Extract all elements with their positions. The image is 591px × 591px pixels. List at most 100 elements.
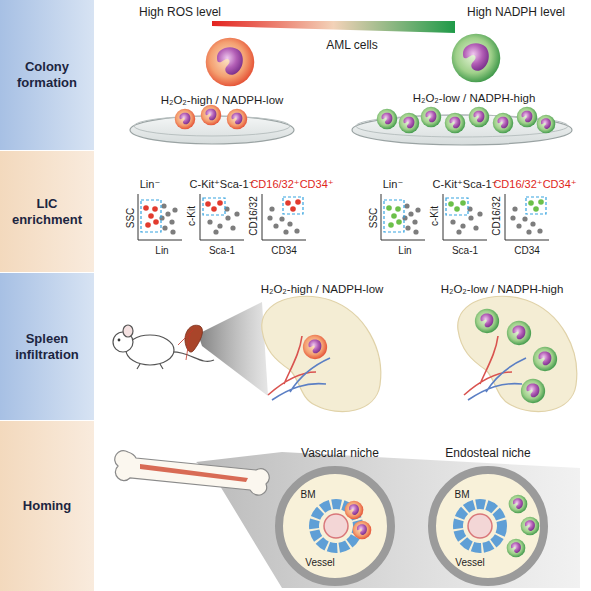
gated-dot: [211, 206, 217, 212]
axis-label: CD16/32: [248, 196, 259, 235]
osteoblast-ring: [458, 504, 502, 548]
event-dot: [404, 203, 409, 208]
event-dot: [162, 225, 167, 230]
event-dot: [225, 215, 230, 220]
colony-cell: [517, 107, 538, 128]
event-dot: [537, 228, 542, 233]
gate-label: Lin⁻: [383, 178, 404, 190]
endosteal-niche: [432, 470, 544, 582]
plot-axis: [262, 194, 306, 240]
gate-box: [203, 198, 225, 215]
colony-cell: [493, 113, 514, 134]
event-dot: [415, 207, 420, 212]
petri-dish-left: [130, 105, 294, 144]
event-dot: [217, 223, 222, 228]
colony-cell: [445, 113, 466, 134]
blood-vessel: [324, 514, 348, 538]
homing-cell: [345, 501, 364, 520]
bm-label: BM: [301, 489, 316, 500]
plot-axis: [138, 194, 182, 240]
gate-label: C-Kit⁺Sca-1⁻: [433, 178, 498, 190]
infiltrating-cell: [521, 379, 545, 403]
gated-dot: [528, 200, 534, 206]
colony-cell: [537, 115, 556, 134]
infiltrating-cell: [303, 335, 327, 359]
axis-label: Lin: [155, 245, 168, 256]
event-dot: [159, 215, 164, 220]
section-band: LIC enrichment: [0, 151, 94, 272]
colony-cell: [421, 107, 442, 128]
gated-dot: [395, 206, 401, 212]
axis-label: CD34: [271, 245, 297, 256]
event-dot: [530, 221, 535, 226]
band-title: Homing: [23, 498, 71, 514]
vascular-niche: [279, 470, 391, 582]
spleen-right: [458, 296, 577, 411]
event-dot: [170, 229, 175, 234]
event-dot: [234, 211, 239, 216]
event-dot: [460, 223, 465, 228]
bm-label: BM: [455, 489, 470, 500]
scale-label: High ROS level: [139, 6, 221, 19]
gated-dot: [533, 206, 539, 212]
homing-cell: [507, 539, 526, 558]
event-dot: [412, 219, 417, 224]
gated-dot: [386, 205, 392, 211]
axis-label: c-Kit: [186, 206, 197, 226]
event-dot: [510, 215, 515, 220]
gated-dot: [143, 205, 149, 211]
event-dot: [402, 215, 407, 220]
event-dot: [294, 228, 299, 233]
event-dot: [213, 229, 218, 234]
flow-plots: [138, 194, 549, 240]
band-title: Colony formation: [6, 59, 88, 91]
spleen: [458, 296, 577, 411]
gate-label: Lin⁻: [140, 178, 161, 190]
cell-label: AML cells: [326, 39, 378, 52]
event-dot: [408, 211, 413, 216]
gated-dot: [148, 213, 154, 219]
gated-dot: [285, 200, 291, 206]
axis-label: CD34: [514, 245, 540, 256]
plot-axis: [381, 194, 425, 240]
homing-cell: [509, 495, 528, 514]
axis-label: Lin: [398, 245, 411, 256]
blood-vessel: [468, 514, 492, 538]
spleen-vein: [272, 358, 330, 400]
homing-cell: [353, 521, 372, 540]
mouse-eye: [118, 339, 121, 342]
bone-section: [279, 470, 391, 582]
niche-label: Vascular niche: [301, 447, 379, 460]
gated-dot: [145, 222, 151, 228]
event-dot: [405, 225, 410, 230]
gated-dot: [153, 219, 159, 225]
gate-label: CD16/32⁺CD34⁺: [250, 178, 333, 190]
bone-marrow: [140, 464, 248, 482]
gated-dot: [290, 206, 296, 212]
bone: [115, 451, 270, 496]
vessel-label: Vessel: [455, 557, 484, 568]
gated-dot: [448, 201, 454, 207]
gate-label: CD16/32⁺CD34⁺: [493, 178, 576, 190]
axis-label: SSC: [368, 208, 379, 229]
infiltrating-cell: [533, 347, 557, 371]
event-dot: [267, 215, 272, 220]
aml-cell-nadph: [452, 34, 501, 83]
gated-dot: [295, 199, 301, 205]
event-dot: [207, 219, 212, 224]
gated-dot: [538, 199, 544, 205]
scale-label: High NADPH level: [467, 6, 565, 19]
aml-cell-ros: [206, 38, 255, 87]
event-dot: [273, 223, 278, 228]
event-dot: [516, 223, 521, 228]
gate-box: [384, 200, 404, 232]
zoom-wedge: [198, 302, 268, 396]
state-label: H₂O₂-high / NADPH-low: [161, 94, 284, 107]
gated-dot: [460, 200, 466, 206]
bone-section: [432, 470, 544, 582]
spleen-left: [262, 296, 381, 411]
event-dot: [477, 211, 482, 216]
petri-dish-right: [352, 107, 572, 145]
event-dot: [172, 207, 177, 212]
infiltrating-cell: [475, 309, 499, 333]
